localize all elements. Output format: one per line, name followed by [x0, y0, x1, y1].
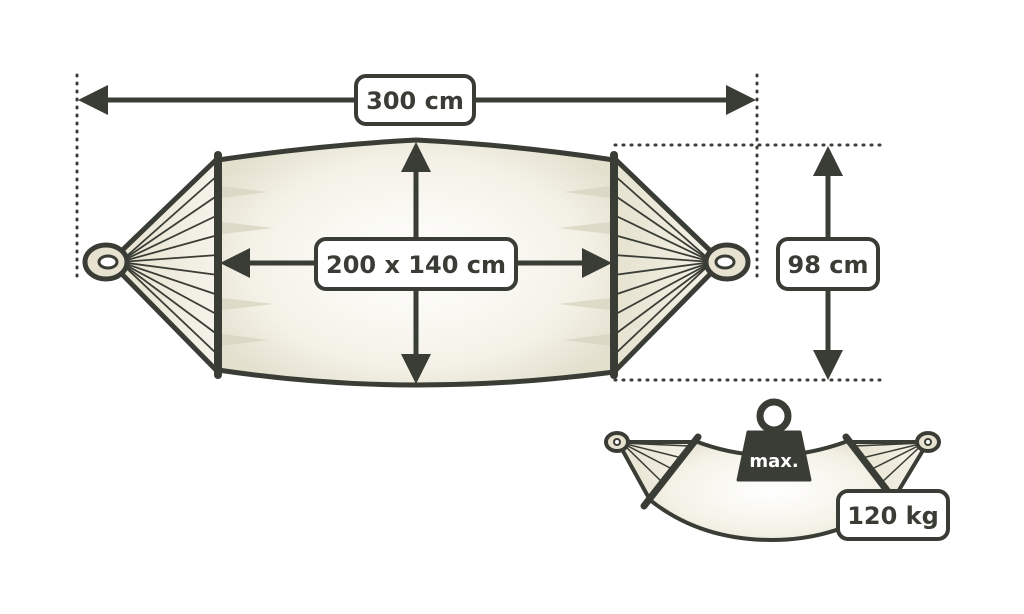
svg-text:120 kg: 120 kg — [847, 502, 939, 530]
max-load-label: 120 kg — [836, 489, 950, 541]
weight-icon: max. — [736, 398, 812, 482]
weight-badge-text: max. — [749, 451, 798, 472]
width-label: 98 cm — [776, 237, 880, 291]
dotted-guides — [75, 73, 882, 382]
total-length-label: 300 cm — [354, 74, 476, 126]
bed-size-label: 200 x 140 cm — [314, 237, 518, 291]
svg-text:200 x 140 cm: 200 x 140 cm — [326, 251, 506, 279]
svg-text:300 cm: 300 cm — [366, 87, 464, 115]
svg-text:98 cm: 98 cm — [788, 251, 869, 279]
